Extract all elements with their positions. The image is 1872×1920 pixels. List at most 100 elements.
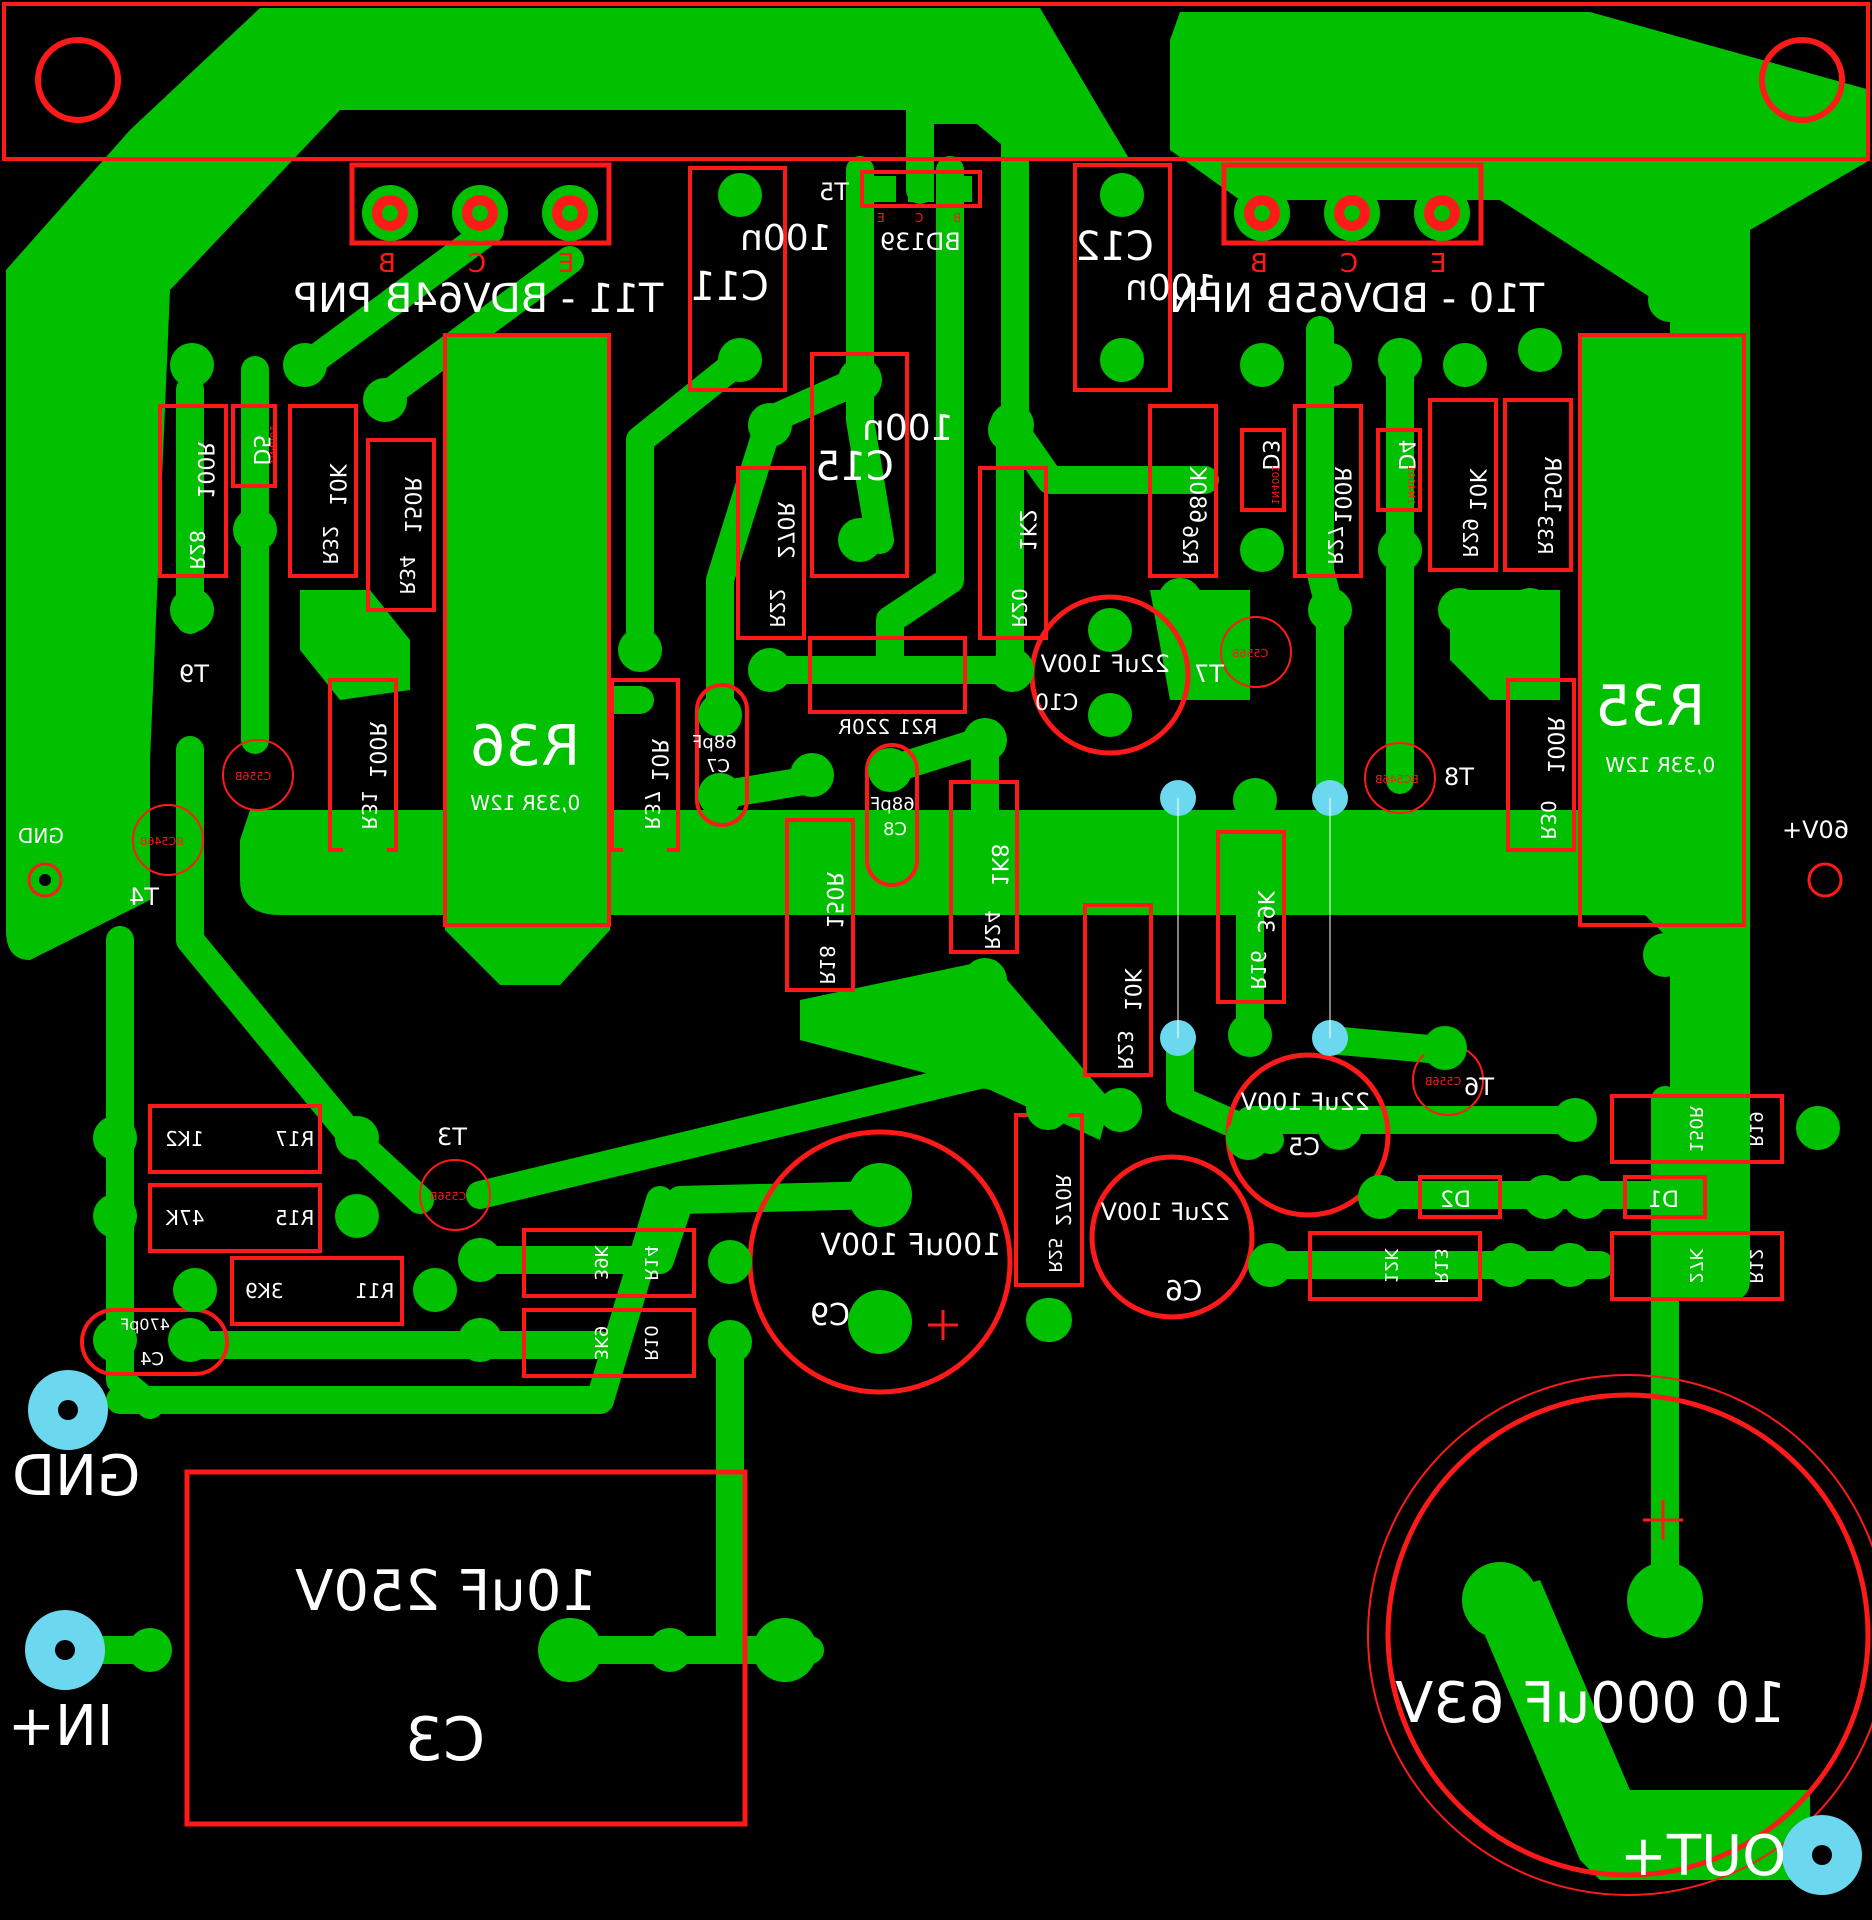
pad[interactable] <box>1308 588 1352 632</box>
pad[interactable] <box>1563 1175 1607 1219</box>
pad[interactable] <box>538 1618 602 1682</box>
pad[interactable] <box>93 1194 137 1238</box>
pad[interactable] <box>838 518 882 562</box>
pad[interactable] <box>1648 278 1692 322</box>
pad[interactable] <box>1438 588 1482 632</box>
pad[interactable] <box>718 338 762 382</box>
r32-value: 10K <box>324 463 349 506</box>
pad[interactable] <box>1627 1562 1703 1638</box>
pad[interactable] <box>1308 343 1352 387</box>
pad[interactable] <box>990 648 1034 692</box>
pad[interactable] <box>363 378 407 422</box>
trace-t4-feed <box>176 736 434 1214</box>
r22-name: R22 <box>765 588 789 627</box>
pad[interactable] <box>698 773 742 817</box>
r34-outline <box>366 438 436 612</box>
pad[interactable] <box>1240 528 1284 572</box>
pad[interactable] <box>618 628 662 672</box>
pad[interactable] <box>790 753 834 797</box>
pad[interactable] <box>506 933 550 977</box>
pad[interactable] <box>963 718 1007 762</box>
pad[interactable] <box>748 648 792 692</box>
pad[interactable] <box>1488 1243 1532 1287</box>
pad[interactable] <box>708 1240 752 1284</box>
pad[interactable] <box>1548 1243 1592 1287</box>
d5-part: 1N4001 <box>267 425 278 464</box>
pad[interactable] <box>1462 1562 1538 1638</box>
pad[interactable] <box>708 1320 752 1364</box>
pad[interactable] <box>648 1628 692 1672</box>
pad[interactable] <box>623 828 667 872</box>
pad[interactable] <box>963 958 1007 1002</box>
pad[interactable] <box>335 1116 379 1160</box>
pad[interactable] <box>1518 328 1562 372</box>
pad[interactable] <box>170 588 214 632</box>
pad[interactable] <box>93 1318 137 1362</box>
pad[interactable] <box>128 1628 172 1672</box>
pad[interactable] <box>343 828 387 872</box>
pad[interactable] <box>413 1268 457 1312</box>
pad[interactable] <box>458 1318 502 1362</box>
c12-name: C12 <box>1075 224 1154 270</box>
pad[interactable] <box>1228 1013 1272 1057</box>
pad[interactable] <box>1248 1243 1292 1287</box>
pad[interactable] <box>1233 778 1277 822</box>
pad[interactable] <box>698 693 742 737</box>
pad[interactable] <box>1226 1116 1270 1160</box>
pad[interactable] <box>1523 1175 1567 1219</box>
pad[interactable] <box>848 1290 912 1354</box>
pad[interactable] <box>173 1268 217 1312</box>
pad[interactable] <box>1796 1106 1840 1150</box>
pad[interactable] <box>343 628 387 672</box>
c4-name: C4 <box>140 1349 164 1370</box>
pad[interactable] <box>1378 528 1422 572</box>
pad[interactable] <box>1100 338 1144 382</box>
pad[interactable] <box>718 173 762 217</box>
pad[interactable] <box>1158 578 1202 622</box>
t5-pad-c[interactable] <box>908 176 934 202</box>
pad[interactable] <box>1553 1098 1597 1142</box>
pad[interactable] <box>1100 173 1144 217</box>
r16-value: 39K <box>1252 890 1277 933</box>
pad[interactable] <box>748 403 792 447</box>
pad[interactable] <box>1026 1086 1070 1130</box>
trace-t5-b <box>846 156 894 554</box>
pad[interactable] <box>988 408 1032 452</box>
pad[interactable] <box>458 1238 502 1282</box>
pad[interactable] <box>1028 1298 1072 1342</box>
v60-small-pad[interactable] <box>1807 862 1843 898</box>
pad[interactable] <box>1088 693 1132 737</box>
pad[interactable] <box>1378 338 1422 382</box>
pad[interactable] <box>170 343 214 387</box>
r17-name: R17 <box>275 1127 314 1151</box>
pad[interactable] <box>283 343 327 387</box>
pad[interactable] <box>838 358 882 402</box>
pad[interactable] <box>1508 588 1552 632</box>
pad[interactable] <box>1240 343 1284 387</box>
pad[interactable] <box>868 748 912 792</box>
gnd-small-pad[interactable] <box>27 862 63 898</box>
pad[interactable] <box>1098 848 1142 892</box>
t4-part: BC546B <box>140 835 184 848</box>
pad[interactable] <box>1423 1026 1467 1070</box>
pad[interactable] <box>753 1618 817 1682</box>
pad[interactable] <box>1643 933 1687 977</box>
r18-outline <box>785 818 855 992</box>
pad[interactable] <box>168 1318 212 1362</box>
r25-name: R25 <box>1044 1237 1065 1272</box>
pad[interactable] <box>848 1163 912 1227</box>
pad[interactable] <box>335 1194 379 1238</box>
t5-pad-b[interactable] <box>946 176 972 202</box>
pad[interactable] <box>1088 608 1132 652</box>
pad[interactable] <box>1358 1175 1402 1219</box>
pad[interactable] <box>233 508 277 552</box>
cmain-value: 10 000uF 63V <box>1395 1671 1786 1736</box>
t5-pad-e[interactable] <box>870 176 896 202</box>
pad[interactable] <box>1318 1106 1362 1150</box>
t11-drill-center <box>382 205 398 221</box>
pad[interactable] <box>1098 1088 1142 1132</box>
pad[interactable] <box>1443 343 1487 387</box>
t8-label: T8 <box>1444 763 1475 791</box>
pad[interactable] <box>93 1116 137 1160</box>
